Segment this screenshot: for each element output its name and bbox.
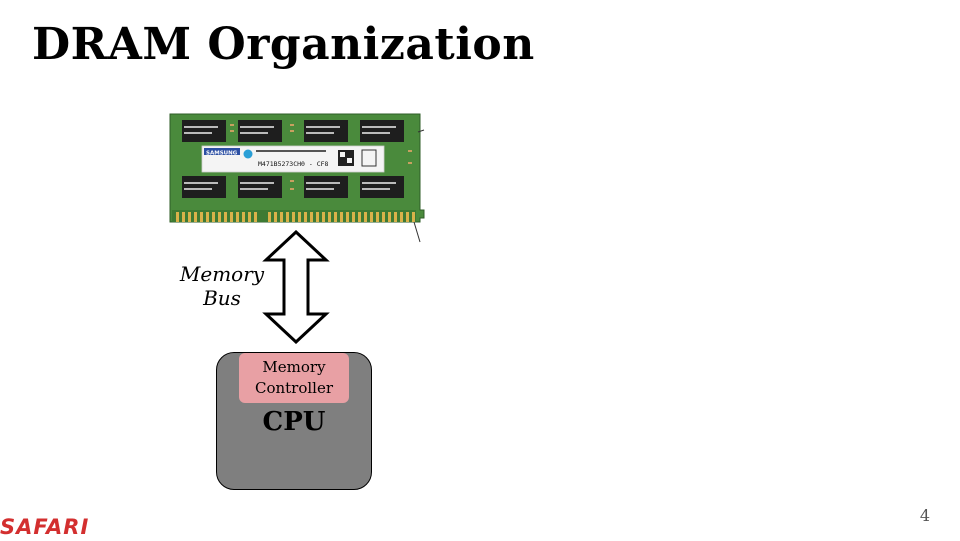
memory-bus-double-arrow-icon: [262, 230, 330, 344]
slide-title: DRAM Organization: [32, 19, 535, 70]
memory-controller-box: Memory Controller: [239, 353, 349, 403]
safari-logo: SAFARI: [0, 515, 90, 539]
memory-bus-label: Memory Bus: [176, 262, 268, 310]
dimm-brand-text: SAMSUNG: [206, 151, 238, 157]
page-number: 4: [919, 506, 930, 525]
memory-controller-label-line1: Memory: [262, 358, 326, 376]
dimm-part-number: M471B5273CH0 - CF8: [258, 160, 329, 168]
memory-bus-label-line1: Memory: [179, 262, 265, 286]
memory-bus-label-line2: Bus: [203, 286, 241, 310]
dram-module-image: SAMSUNG M471B5273CH0 - CF8: [169, 113, 425, 243]
cpu-label: CPU: [262, 407, 326, 437]
memory-controller-label-line2: Controller: [254, 379, 334, 397]
